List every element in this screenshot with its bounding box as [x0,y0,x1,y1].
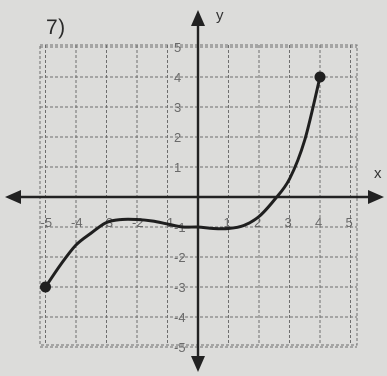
y-tick-label: -4 [174,310,186,325]
endpoint-dot [314,71,326,83]
y-axis-arrow-up [191,10,205,26]
y-tick-label: -5 [174,340,186,355]
grid [39,44,358,348]
x-axis-arrow-left [5,190,21,204]
y-tick-label: 3 [174,100,181,115]
endpoint-dot [40,281,51,293]
x-tick-label: 3 [285,215,292,230]
y-tick-label: 4 [174,70,181,85]
problem-number: 7) [46,16,66,39]
y-axis-label: y [216,7,224,24]
y-tick-label: -2 [174,250,186,265]
y-tick-label: -3 [174,280,186,295]
x-tick-label: 5 [346,215,353,230]
x-tick-label: -5 [41,215,53,230]
axes [5,10,384,372]
x-tick-label: 1 [224,215,231,230]
y-axis-arrow-down [191,356,205,372]
y-tick-label: 2 [174,130,181,145]
x-tick-label: -2 [132,215,144,230]
y-tick-label: 5 [174,40,181,55]
function-graph [40,71,326,293]
x-axis-arrow-right [368,190,384,204]
x-tick-label: 2 [254,215,261,230]
x-tick-label: -1 [163,215,175,230]
y-tick-label: 1 [174,160,181,175]
x-tick-label: -4 [71,215,83,230]
x-axis-label: x [374,165,382,182]
x-tick-label: 4 [315,215,322,230]
function-curve [44,75,322,289]
